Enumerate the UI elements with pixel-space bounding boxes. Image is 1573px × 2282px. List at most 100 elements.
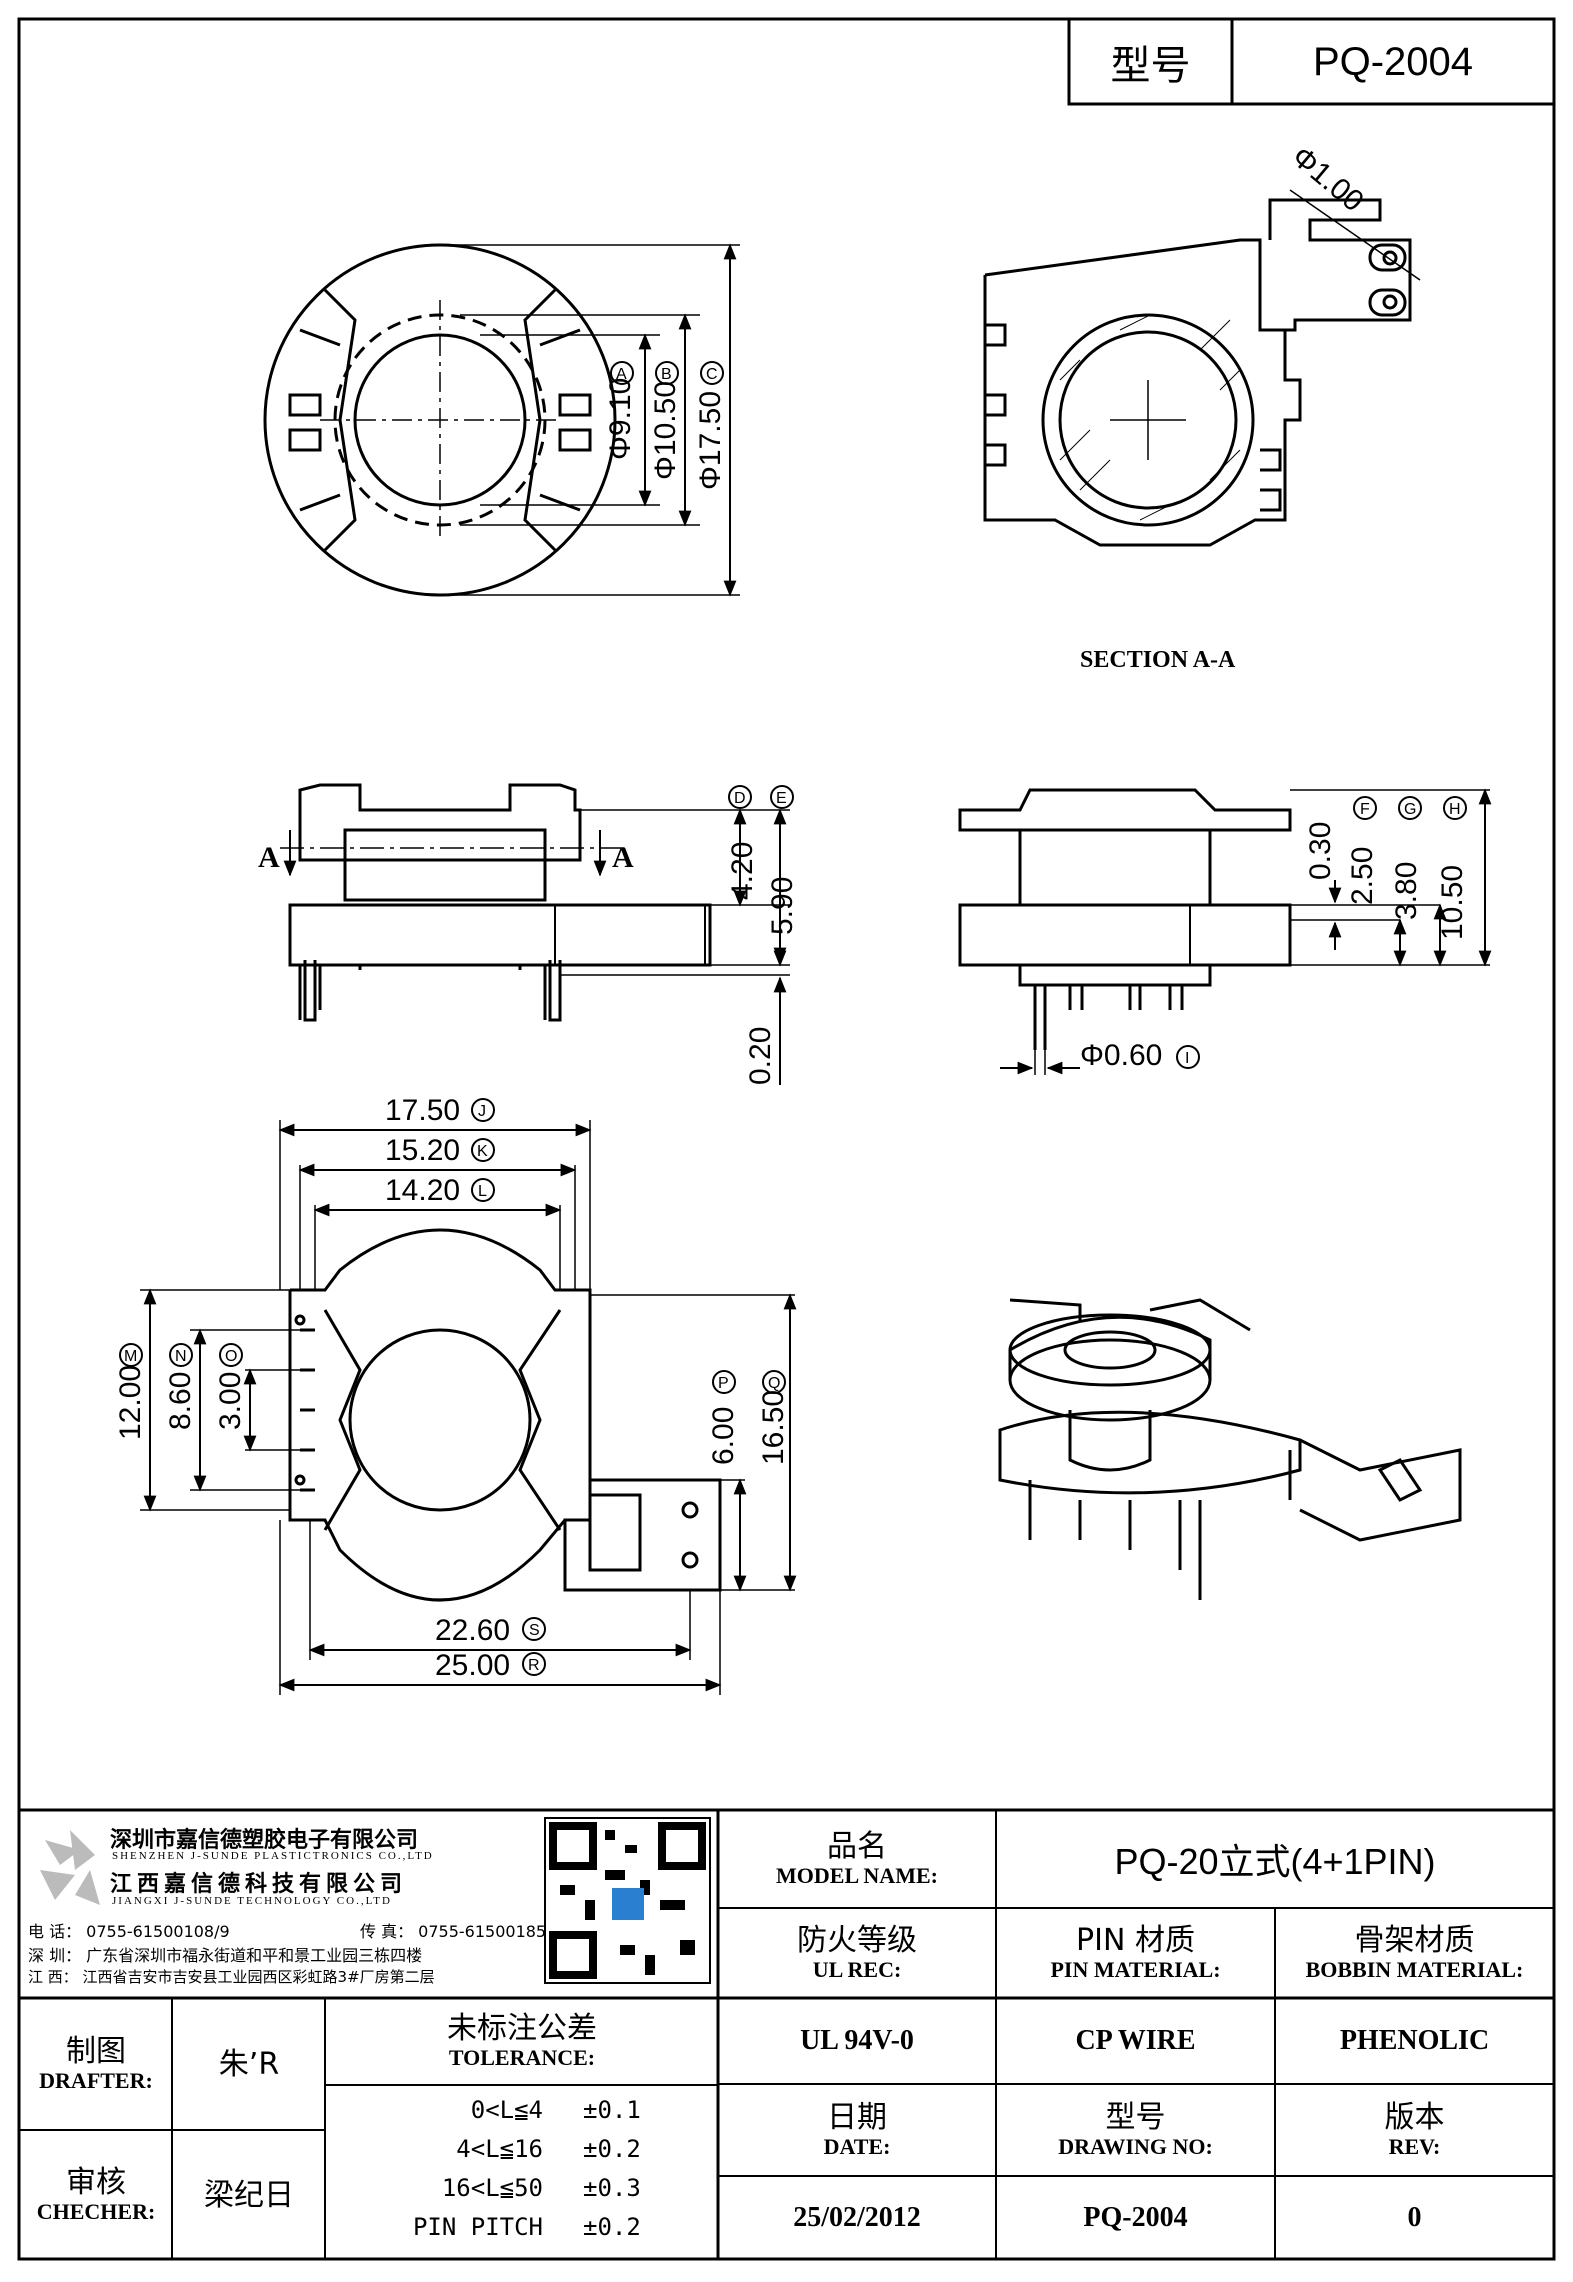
tolerance-label-en: TOLERANCE: <box>448 2045 596 2070</box>
label-circle-l: L <box>478 1183 487 1200</box>
tolerance-value: ±0.1 <box>583 2095 641 2124</box>
dim-22-60: 22.60 <box>435 1614 510 1647</box>
bobbin-material-label: 骨架材质 BOBBIN MATERIAL: <box>1278 1910 1551 1996</box>
dim-12-00: 12.00 <box>114 1365 147 1440</box>
drawing-no-label: 型号 DRAWING NO: <box>999 2086 1272 2174</box>
tolerance-row: 16<L≦50 ±0.3 <box>328 2168 716 2207</box>
rev-label: 版本 REV: <box>1278 2086 1551 2174</box>
label-circle-b: B <box>661 366 672 383</box>
model-value-top: PQ-2004 <box>1312 39 1474 84</box>
company-name-jiangxi-en: JIANGXI J-SUNDE TECHNOLOGY CO.,LTD <box>112 1895 392 1907</box>
top-view <box>263 243 740 597</box>
tolerance-range: PIN PITCH <box>412 2212 543 2241</box>
section-caption: SECTION A-A <box>1080 647 1236 673</box>
circle-labels-side-right <box>1176 796 1467 1069</box>
drawing-no-value: PQ-2004 <box>1083 2202 1188 2233</box>
label-circle-s: S <box>529 1622 540 1639</box>
label-circle-q: Q <box>768 1375 780 1392</box>
company-name-shenzhen-en: SHENZHEN J-SUNDE PLASTICTRONICS CO.,LTD <box>112 1850 434 1862</box>
side-view-left-pins <box>303 960 562 1022</box>
label-circle-d: D <box>734 790 746 807</box>
side-view-right <box>958 788 1292 1050</box>
qr-code <box>544 1817 711 1984</box>
tolerance-table: 0<L≦4 ±0.1 4<L≦16 ±0.2 16<L≦50 ±0.3 PIN … <box>328 2090 716 2246</box>
ul-label-en: UL REC: <box>812 1956 902 1982</box>
tolerance-row: PIN PITCH ±0.2 <box>328 2207 716 2246</box>
ul-value: UL 94V-0 <box>800 2025 914 2056</box>
dim-3-80: 3.80 <box>1390 862 1423 920</box>
dim-6-00: 6.00 <box>707 1407 740 1465</box>
label-circle-c: C <box>706 366 718 383</box>
model-label-top: 型号 <box>1110 43 1191 89</box>
sheet-border <box>17 17 1556 2261</box>
tolerance-label: 未标注公差 TOLERANCE: <box>328 2000 716 2083</box>
model-name-label: 品名 MODEL NAME: <box>721 1812 993 1906</box>
drafter-label-zh: 制图 <box>66 2033 126 2069</box>
checker-label-en: CHECHER: <box>36 2198 156 2224</box>
tolerance-range: 0<L≦4 <box>470 2095 543 2124</box>
tolerance-row: 0<L≦4 ±0.1 <box>328 2090 716 2129</box>
tolerance-range: 4<L≦16 <box>456 2134 543 2163</box>
ul-label: 防火等级 UL REC: <box>721 1910 993 1996</box>
pin-material-label-zh: PIN 材质 <box>1076 1922 1195 1958</box>
rev-label-en: REV: <box>1388 2133 1441 2159</box>
cut-label-a-left: A <box>258 841 280 874</box>
rev-label-zh: 版本 <box>1384 2099 1445 2135</box>
bobbin-material-label-zh: 骨架材质 <box>1354 1922 1475 1958</box>
dim-5-90: 5.90 <box>766 877 799 935</box>
dim-16-50: 16.50 <box>757 1390 790 1465</box>
label-circle-p: P <box>718 1375 729 1392</box>
dim-phi-1-00: Φ1.00 <box>1286 140 1370 218</box>
dim-10-50: 10.50 <box>1436 865 1469 940</box>
side-right-dims <box>1000 788 1492 1075</box>
tolerance-value: ±0.2 <box>583 2212 641 2241</box>
side-view-left <box>288 783 712 1020</box>
dim-phi-9-10: Φ9.10 <box>604 378 637 460</box>
label-circle-f: F <box>1360 801 1370 818</box>
section-hatch <box>1059 314 1241 521</box>
date-label-en: DATE: <box>823 2133 891 2159</box>
bobbin-material-label-en: BOBBIN MATERIAL: <box>1305 1956 1524 1982</box>
dim-phi-10-50: Φ10.50 <box>649 381 682 480</box>
dim-17-50: 17.50 <box>385 1094 460 1127</box>
date-value: 25/02/2012 <box>793 2202 921 2233</box>
label-circle-o: O <box>225 1348 237 1365</box>
circle-labels-side-left <box>728 785 794 809</box>
drafter-label-en: DRAFTER: <box>39 2067 153 2093</box>
dim-25-00: 25.00 <box>435 1649 510 1682</box>
label-circle-e: E <box>776 790 787 807</box>
checker-value: 梁纪日 <box>204 2177 294 2213</box>
drafter-value: 朱’R <box>218 2046 280 2082</box>
rev-value: 0 <box>1407 2202 1422 2233</box>
bobbin-material-value: PHENOLIC <box>1339 2025 1490 2056</box>
label-circle-g: G <box>1404 801 1416 818</box>
company-logo <box>40 1830 100 1905</box>
dim-0-30: 0.30 <box>1304 822 1337 880</box>
label-circle-j: J <box>478 1103 486 1120</box>
dim-phi-17-50: Φ17.50 <box>694 391 727 490</box>
date-label: 日期 DATE: <box>721 2086 993 2174</box>
address-jiangxi: 江 西： 江西省吉安市吉安县工业园西区彩虹路3#厂房第二层 <box>28 1968 435 1986</box>
label-circle-h: H <box>1449 801 1461 818</box>
company-name-jiangxi: 江西嘉信德科技有限公司 <box>110 1872 408 1897</box>
model-name-value: PQ-20立式(4+1PIN) <box>1114 1841 1436 1882</box>
dim-8-60: 8.60 <box>164 1372 197 1430</box>
drawing-no-label-zh: 型号 <box>1105 2099 1166 2135</box>
label-circle-i: I <box>1185 1050 1189 1067</box>
pin-material-value: CP WIRE <box>1075 2025 1196 2056</box>
pin-material-label-en: PIN MATERIAL: <box>1050 1956 1221 1982</box>
checker-label: 审核 CHECHER: <box>22 2132 170 2258</box>
bottom-view <box>288 1228 722 1602</box>
section-view <box>983 189 1421 547</box>
dim-2-50: 2.50 <box>1346 847 1379 905</box>
isometric-view <box>998 1298 1462 1600</box>
date-label-zh: 日期 <box>827 2099 887 2135</box>
cut-label-a-right: A <box>612 841 634 874</box>
dim-3-00: 3.00 <box>214 1372 247 1430</box>
dim-phi-0-60: Φ0.60 <box>1080 1039 1162 1072</box>
dim-0-20: 0.20 <box>744 1027 777 1085</box>
dim-4-20: 4.20 <box>726 842 759 900</box>
drawing-no-label-en: DRAWING NO: <box>1058 2133 1213 2159</box>
